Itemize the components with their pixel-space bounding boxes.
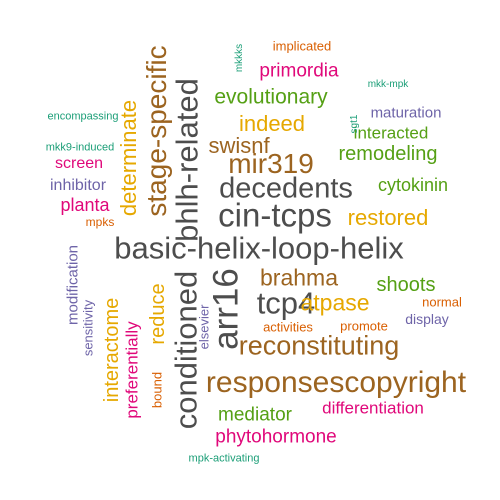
word-bound: bound bbox=[149, 371, 165, 409]
word-planta: planta bbox=[60, 195, 110, 215]
word-brahma: brahma bbox=[260, 264, 338, 291]
word-inhibitor: inhibitor bbox=[49, 177, 107, 194]
word-mpk-activating: mpk-activating bbox=[188, 452, 260, 465]
word-swisnf: swisnf bbox=[208, 133, 270, 158]
word-mkk-mpk: mkk-mpk bbox=[367, 79, 409, 90]
word-indeed: indeed bbox=[238, 111, 306, 136]
word-activities: activities bbox=[263, 319, 313, 335]
word-shoots: shoots bbox=[376, 274, 436, 296]
word-bhlh-related: bhlh-related bbox=[169, 78, 205, 242]
word-maturation: maturation bbox=[370, 104, 442, 122]
word-interactome: interactome bbox=[101, 297, 123, 403]
word-interacted: interacted bbox=[353, 123, 429, 143]
word-mir319: mir319 bbox=[228, 148, 314, 179]
word-primordia: primordia bbox=[259, 60, 339, 82]
word-normal: normal bbox=[422, 294, 462, 310]
word-evolutionary: evolutionary bbox=[214, 85, 328, 109]
word-display: display bbox=[405, 311, 449, 327]
word-cytokinin: cytokinin bbox=[377, 175, 449, 195]
word-decedents: decedents bbox=[219, 172, 353, 205]
word-basic-helix-loop-helix: basic-helix-loop-helix bbox=[114, 230, 404, 266]
word-elsevier: elsevier bbox=[196, 304, 212, 350]
word-remodeling: remodeling bbox=[338, 143, 438, 165]
word-modification: modification bbox=[64, 244, 82, 326]
word-differentiation: differentiation bbox=[322, 398, 424, 418]
word-promote: promote bbox=[340, 318, 388, 334]
word-stage-specific: stage-specific bbox=[141, 45, 172, 217]
word-conditioned: conditioned bbox=[168, 270, 204, 430]
word-reduce: reduce bbox=[147, 283, 169, 345]
word-encompassing: encompassing bbox=[47, 110, 119, 123]
word-responsescopyright: responsescopyright bbox=[205, 366, 467, 399]
word-cin-tcps: cin-tcps bbox=[218, 196, 332, 234]
word-implicated: implicated bbox=[272, 38, 332, 54]
word-determinate: determinate bbox=[116, 99, 141, 217]
word-mkk9-induced: mkk9-induced bbox=[45, 141, 115, 154]
word-tcp4: tcp4 bbox=[256, 285, 316, 321]
word-screen: screen bbox=[54, 155, 104, 172]
word-restored: restored bbox=[347, 205, 429, 230]
word-sensitivity: sensitivity bbox=[80, 299, 96, 357]
word-preferentially: preferentially bbox=[122, 321, 142, 419]
word-mkkks: mkkks bbox=[234, 43, 245, 73]
word-atpase: atpase bbox=[300, 289, 370, 316]
word-mpks: mpks bbox=[85, 215, 115, 229]
word-phytohormone: phytohormone bbox=[215, 426, 337, 448]
word-sgt1: sgt1 bbox=[349, 114, 360, 134]
word-mediator: mediator bbox=[218, 404, 292, 426]
word-reconstituting: reconstituting bbox=[238, 330, 400, 361]
